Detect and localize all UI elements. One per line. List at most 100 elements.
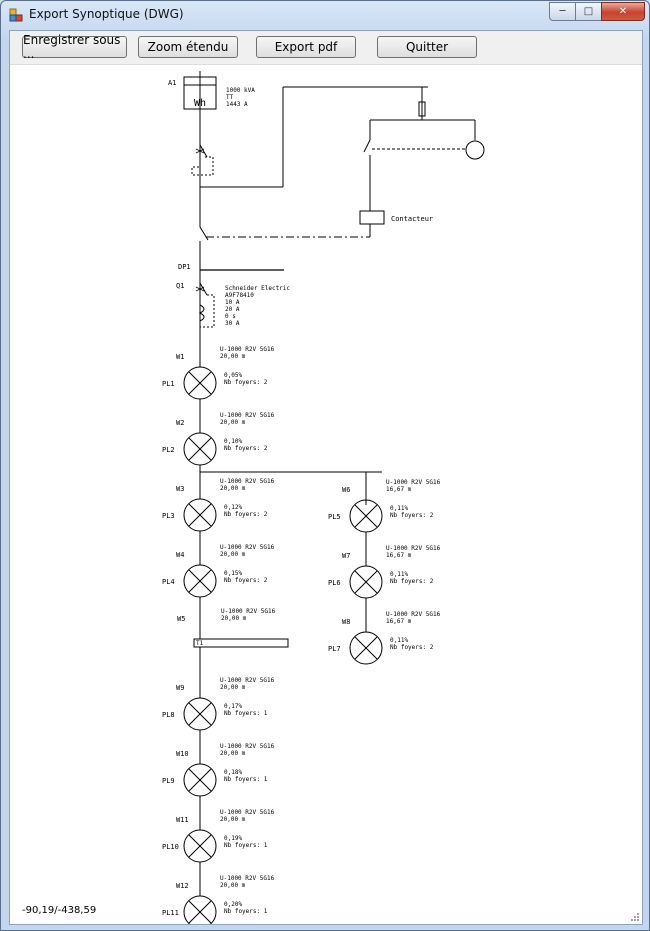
branch-b-lamp-label: PL6 (328, 579, 341, 587)
breaker-spec-4: 20 A (225, 306, 240, 313)
window-title: Export Synoptique (DWG) (29, 7, 184, 21)
transformer-cable-label: W5 (177, 615, 185, 623)
branch-c-lamp-foyers: Nb foyers: 1 (224, 776, 268, 783)
branch-c-lamp-ratio: 0,20% (224, 901, 242, 908)
branch-a-lamp-foyers: Nb foyers: 2 (224, 511, 268, 518)
branch-c-lamp-ratio: 0,17% (224, 703, 242, 710)
client-area: Enregistrer sous ... Zoom étendu Export … (9, 30, 643, 925)
breaker-spec-3: 10 A (225, 299, 240, 306)
transformer-cable-spec-1: U-1000 R2V 5G16 (221, 608, 276, 615)
zoom-extents-button[interactable]: Zoom étendu (138, 36, 238, 58)
branch-a-cable-spec: U-1000 R2V 5G16 (220, 544, 275, 551)
branch-b-lamp-label: PL7 (328, 645, 341, 653)
source-spec-1: 1000 kVA (226, 87, 255, 94)
branch-c-cable-length: 20,00 m (220, 684, 246, 691)
lamp-cross-line (354, 504, 378, 528)
breaker-spec-1: Schneider Electric (225, 285, 290, 292)
branch-b-lamp-foyers: Nb foyers: 2 (390, 644, 434, 651)
transformer-cable-spec-2: 20,00 m (221, 615, 247, 622)
branch-a-lamp-ratio: 0,05% (224, 372, 242, 379)
branch-a-cable-label: W3 (176, 485, 184, 493)
lamp-cross-line (188, 768, 212, 792)
lamp-cross-line (188, 702, 212, 726)
branch-c-cable-label: W9 (176, 684, 184, 692)
contactor-label: Contacteur (391, 215, 433, 223)
branch-c-cable-spec: U-1000 R2V 5G16 (220, 677, 275, 684)
branch-b-cable-spec: U-1000 R2V 5G16 (386, 611, 441, 618)
branch-c-lamp-label: PL11 (162, 909, 179, 917)
breaker-spec-2: A9F78410 (225, 292, 254, 299)
branch-a-lamp-foyers: Nb foyers: 2 (224, 379, 268, 386)
export-pdf-button[interactable]: Export pdf (256, 36, 356, 58)
branch-b-cable-label: W6 (342, 486, 350, 494)
branch-c-lamp-foyers: Nb foyers: 1 (224, 842, 268, 849)
branch-a-cable-length: 20,00 m (220, 551, 246, 558)
app-icon (9, 8, 23, 22)
maximize-button[interactable]: □ (575, 2, 602, 21)
branch-c-cable-spec: U-1000 R2V 5G16 (220, 875, 275, 882)
close-button[interactable]: ✕ (601, 2, 645, 21)
branch-b-lamp-ratio: 0,11% (390, 505, 408, 512)
branch-a-lamp-label: PL4 (162, 578, 175, 586)
branch-a-cable-spec: U-1000 R2V 5G16 (220, 412, 275, 419)
lamp-cross-line (188, 503, 212, 527)
branch-b-lamp-foyers: Nb foyers: 2 (390, 578, 434, 585)
breaker-spec-5: 0 s (225, 313, 236, 320)
branch-b-lamp-foyers: Nb foyers: 2 (390, 512, 434, 519)
save-as-button[interactable]: Enregistrer sous ... (22, 33, 127, 61)
branch-a-cable-spec: U-1000 R2V 5G16 (220, 346, 275, 353)
branch-c-lamp-foyers: Nb foyers: 1 (224, 710, 268, 717)
lamp-cross-line (188, 834, 212, 858)
lamp-cross-line (188, 569, 212, 593)
branch-a-cable-spec: U-1000 R2V 5G16 (220, 478, 275, 485)
branch-c-cable-label: W12 (176, 882, 189, 890)
branch-b-cable-length: 16,67 m (386, 486, 412, 493)
branch-c-cable-label: W10 (176, 750, 189, 758)
branch-c-lamp-ratio: 0,19% (224, 835, 242, 842)
lamp-cross-line (354, 570, 378, 594)
source-id: A1 (168, 79, 176, 87)
branch-a-lamp-ratio: 0,10% (224, 438, 242, 445)
branch-a-cable-label: W1 (176, 353, 184, 361)
branch-c-lamp-label: PL9 (162, 777, 175, 785)
branch-c-lamp-label: PL10 (162, 843, 179, 851)
branch-a-lamp-ratio: 0,12% (224, 504, 242, 511)
branch-a-lamp-foyers: Nb foyers: 2 (224, 445, 268, 452)
window-controls: ─ □ ✕ (549, 2, 645, 21)
breaker-spec-6: 30 A (225, 320, 240, 327)
branch-c-lamp-foyers: Nb foyers: 1 (224, 908, 268, 915)
minimize-button[interactable]: ─ (549, 2, 576, 21)
branch-b-cable-spec: U-1000 R2V 5G16 (386, 545, 441, 552)
branch-a-lamp-label: PL2 (162, 446, 175, 454)
branch-a-cable-label: W2 (176, 419, 184, 427)
branch-a-cable-label: W4 (176, 551, 184, 559)
branch-b-cable-label: W7 (342, 552, 350, 560)
source-spec-2: TT (226, 94, 234, 101)
main-bus-label: DP1 (178, 263, 191, 271)
source-spec-3: 1443 A (226, 101, 248, 108)
lamp-cross-line (188, 371, 212, 395)
quit-button[interactable]: Quitter (377, 36, 477, 58)
resize-grip-icon[interactable] (630, 912, 640, 922)
lamp-cross-line (188, 900, 212, 924)
branch-c-cable-length: 20,00 m (220, 816, 246, 823)
branch-b-lamp-ratio: 0,11% (390, 637, 408, 644)
branch-b-lamp-label: PL5 (328, 513, 341, 521)
branch-c-cable-spec: U-1000 R2V 5G16 (220, 743, 275, 750)
meter-label: Wh (194, 98, 206, 109)
branch-c-lamp-ratio: 0,18% (224, 769, 242, 776)
branch-b-cable-label: W8 (342, 618, 350, 626)
branch-a-lamp-foyers: Nb foyers: 2 (224, 577, 268, 584)
branch-c-cable-length: 20,00 m (220, 750, 246, 757)
branch-a-lamp-ratio: 0,15% (224, 570, 242, 577)
drawing-canvas[interactable]: A1 Wh 1000 kVA TT 1443 A Contacteur DP1 … (10, 65, 642, 924)
branch-b-cable-length: 16,67 m (386, 618, 412, 625)
title-bar[interactable]: Export Synoptique (DWG) ─ □ ✕ (1, 1, 649, 29)
branch-a-lamp-label: PL3 (162, 512, 175, 520)
lamp-cross-line (188, 437, 212, 461)
branch-b-lamp-ratio: 0,11% (390, 571, 408, 578)
branch-a-lamp-label: PL1 (162, 380, 175, 388)
branch-c-cable-spec: U-1000 R2V 5G16 (220, 809, 275, 816)
cursor-coordinates: -90,19/-438,59 (22, 905, 97, 916)
